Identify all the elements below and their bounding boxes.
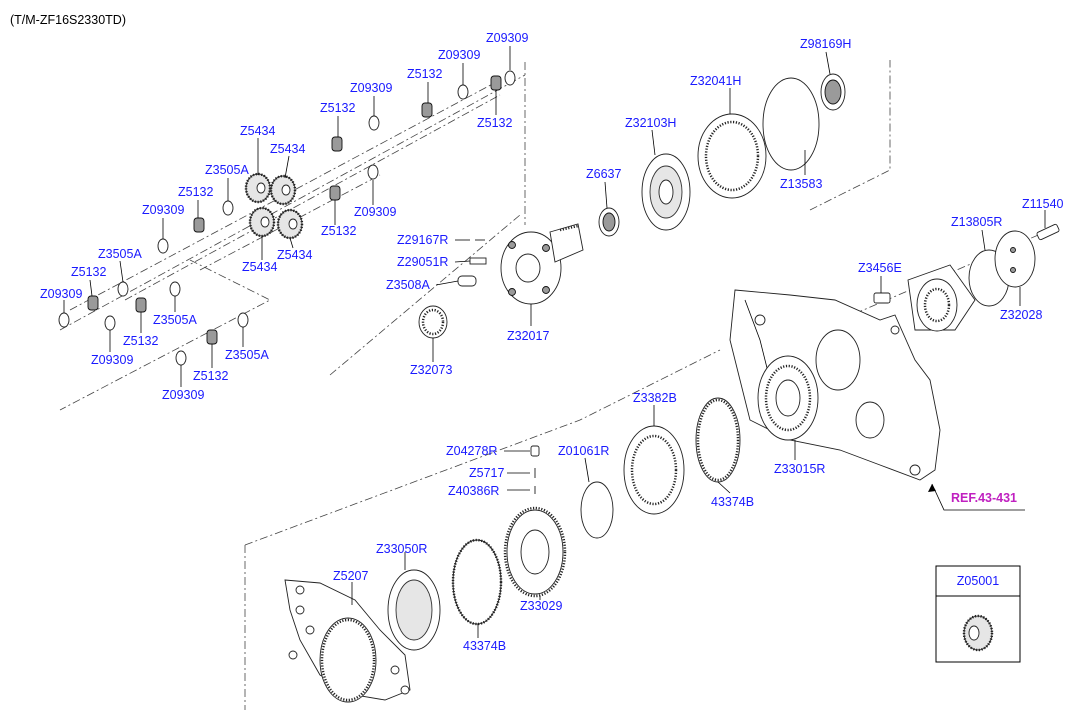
part-label[interactable]: Z5434 [242, 260, 277, 274]
part-label[interactable]: Z09309 [162, 388, 204, 402]
part-label[interactable]: Z5434 [270, 142, 305, 156]
model-code: (T/M-ZF16S2330TD) [10, 13, 126, 27]
legend-box: Z05001 [935, 565, 1021, 663]
part-label[interactable]: Z32028 [1000, 308, 1042, 322]
part-label[interactable]: Z5132 [193, 369, 228, 383]
part-labels: Z09309 Z09309 Z09309 Z09309 Z09309 Z0930… [40, 31, 1064, 653]
part-label[interactable]: Z09309 [40, 287, 82, 301]
part-label[interactable]: Z33015R [774, 462, 825, 476]
part-label[interactable]: Z5132 [407, 67, 442, 81]
planet-carrier [418, 207, 620, 339]
transfer-case-housing [729, 289, 941, 481]
part-label[interactable]: Z33050R [376, 542, 427, 556]
part-label[interactable]: Z32073 [410, 363, 452, 377]
part-label[interactable]: Z33029 [520, 599, 562, 613]
part-label[interactable]: Z3505A [153, 313, 197, 327]
clutch-sync-group [387, 397, 741, 651]
part-label[interactable]: Z29051R [397, 255, 448, 269]
part-label[interactable]: Z13805R [951, 215, 1002, 229]
part-label[interactable]: Z09309 [350, 81, 392, 95]
output-flange [873, 223, 1060, 332]
part-label[interactable]: Z98169H [800, 37, 851, 51]
part-label[interactable]: Z40386R [448, 484, 499, 498]
part-label[interactable]: Z3505A [205, 163, 249, 177]
part-label[interactable]: Z5132 [321, 224, 356, 238]
part-label[interactable]: Z5434 [277, 248, 312, 262]
ring-gear-group [641, 73, 846, 231]
part-label[interactable]: Z5132 [71, 265, 106, 279]
part-label[interactable]: Z5207 [333, 569, 368, 583]
part-label[interactable]: Z04278R [446, 444, 497, 458]
part-label[interactable]: Z29167R [397, 233, 448, 247]
part-label[interactable]: Z32041H [690, 74, 741, 88]
reference-link[interactable]: REF.43-431 [951, 491, 1017, 505]
part-label[interactable]: Z5132 [320, 101, 355, 115]
part-label[interactable]: Z09309 [354, 205, 396, 219]
part-label[interactable]: Z3505A [225, 348, 269, 362]
part-label[interactable]: Z5434 [240, 124, 275, 138]
part-label[interactable]: Z5132 [178, 185, 213, 199]
part-label[interactable]: Z3382B [633, 391, 677, 405]
part-label[interactable]: Z5132 [123, 334, 158, 348]
part-label[interactable]: Z09309 [142, 203, 184, 217]
gear-icon [962, 614, 994, 652]
part-label[interactable]: Z5132 [477, 116, 512, 130]
part-label[interactable]: Z09309 [438, 48, 480, 62]
part-label[interactable]: Z32017 [507, 329, 549, 343]
part-label[interactable]: Z13583 [780, 177, 822, 191]
part-label[interactable]: Z09309 [91, 353, 133, 367]
part-label[interactable]: Z6637 [586, 167, 621, 181]
legend-box-title[interactable]: Z05001 [957, 574, 999, 588]
part-label[interactable]: Z3456E [858, 261, 902, 275]
part-label[interactable]: Z5717 [469, 466, 504, 480]
part-label[interactable]: 43374B [463, 639, 506, 653]
clutch-plate [284, 579, 411, 703]
part-label[interactable]: Z09309 [486, 31, 528, 45]
part-label[interactable]: Z01061R [558, 444, 609, 458]
part-label[interactable]: Z3508A [386, 278, 430, 292]
part-label[interactable]: Z11540 [1022, 197, 1064, 211]
part-label[interactable]: Z3505A [98, 247, 142, 261]
part-label[interactable]: Z32103H [625, 116, 676, 130]
part-label[interactable]: 43374B [711, 495, 754, 509]
leader-lines [63, 46, 1046, 638]
